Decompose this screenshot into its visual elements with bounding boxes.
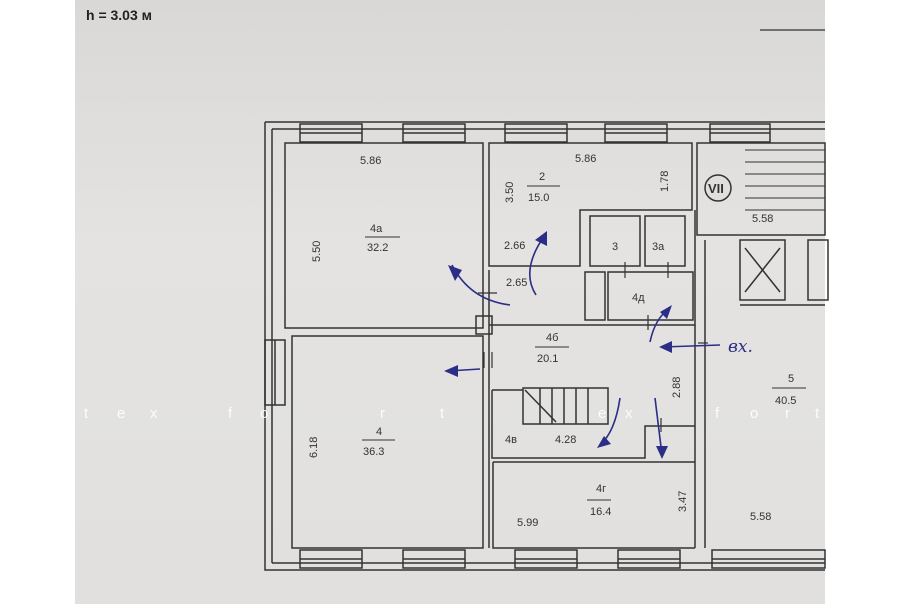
room-4a-outline bbox=[284, 142, 484, 329]
room-5-number: 5 bbox=[788, 373, 794, 385]
room-4-area: 36.3 bbox=[363, 446, 384, 458]
height-label: h = 3.03 м bbox=[86, 7, 152, 23]
room-4g-area: 16.4 bbox=[590, 506, 611, 518]
watermark-letter: f bbox=[715, 405, 720, 422]
dim-2-door: 2.66 bbox=[504, 240, 525, 252]
room-4-outline bbox=[291, 335, 484, 549]
windows-top bbox=[299, 123, 771, 143]
dim-4b: 2.88 bbox=[671, 377, 683, 398]
watermark-letter: e bbox=[117, 405, 125, 422]
dim-4-height: 6.18 bbox=[308, 437, 320, 458]
dim-4v: 4.28 bbox=[555, 434, 576, 446]
room-4b-area: 20.1 bbox=[537, 353, 558, 365]
room-2-area: 15.0 bbox=[528, 192, 549, 204]
door-marks bbox=[478, 262, 708, 432]
dim-2-side: 1.78 bbox=[659, 171, 671, 192]
floor-plan-photo bbox=[75, 0, 825, 604]
room-3a-number: 3а bbox=[652, 241, 665, 253]
room-4b-number: 4б bbox=[546, 332, 558, 344]
room-2-number: 2 bbox=[539, 171, 545, 183]
watermark-letter: t bbox=[440, 405, 445, 422]
room-4a-number: 4а bbox=[370, 223, 383, 235]
watermark-letter: t bbox=[84, 405, 89, 422]
room-3-number: 3 bbox=[612, 241, 618, 253]
arrow-heads bbox=[444, 231, 672, 459]
dim-2-width: 5.86 bbox=[575, 153, 596, 165]
outer-wall bbox=[264, 121, 825, 571]
watermark-letter: e bbox=[598, 405, 606, 422]
watermark-letter: t bbox=[815, 405, 820, 422]
watermark: t e x f o r t e x f o r t bbox=[84, 405, 820, 422]
watermark-letter: f bbox=[228, 405, 233, 422]
watermark-letter: o bbox=[260, 405, 268, 422]
stair-vii bbox=[696, 142, 826, 236]
stair-label: VII bbox=[708, 181, 724, 196]
windows-bottom bbox=[299, 549, 826, 569]
dim-4g-height: 3.47 bbox=[677, 491, 689, 512]
entrance-note: вх. bbox=[728, 337, 753, 357]
elevator-2 bbox=[807, 239, 829, 301]
dim-4a-width: 5.86 bbox=[360, 155, 381, 167]
room-4d-number: 4д bbox=[632, 292, 645, 304]
dim-4a-height: 5.50 bbox=[311, 241, 323, 262]
watermark-letter: x bbox=[625, 405, 633, 422]
dim-2-height: 3.50 bbox=[504, 182, 516, 203]
staircase bbox=[522, 387, 609, 425]
dim-5: 5.58 bbox=[750, 511, 771, 523]
elevator-1 bbox=[739, 239, 786, 301]
room-2-outline bbox=[488, 142, 693, 267]
room-4v-number: 4в bbox=[505, 434, 517, 446]
watermark-letter: o bbox=[750, 405, 758, 422]
room-4-number: 4 bbox=[376, 426, 382, 438]
corridor-dim: 2.65 bbox=[506, 277, 527, 289]
watermark-letter: x bbox=[150, 405, 158, 422]
room-5-area: 40.5 bbox=[775, 395, 796, 407]
watermark-letter: r bbox=[380, 405, 385, 422]
watermark-letter: r bbox=[785, 405, 790, 422]
stair-dim: 5.58 bbox=[752, 213, 773, 225]
room-4g-number: 4г bbox=[596, 483, 606, 495]
dim-4g-width: 5.99 bbox=[517, 517, 538, 529]
room-4a-area: 32.2 bbox=[367, 242, 388, 254]
